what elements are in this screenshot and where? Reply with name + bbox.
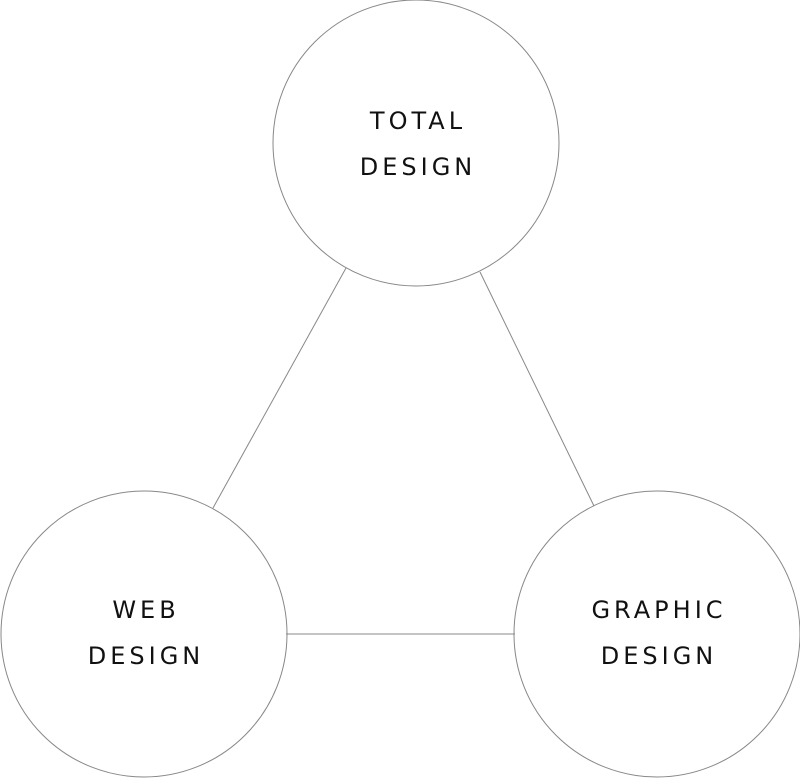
label-line: DESIGN — [600, 642, 718, 670]
label-line: WEB — [112, 596, 180, 624]
label-line: TOTAL — [369, 107, 467, 135]
node-circle-graphic-design — [513, 490, 800, 778]
edge-top-left — [212, 267, 347, 509]
node-circle-total-design — [272, 0, 560, 287]
label-line: DESIGN — [87, 642, 205, 670]
node-label-web-design: WEB DESIGN — [46, 587, 246, 679]
edge-top-right — [479, 271, 595, 507]
label-line: GRAPHIC — [591, 596, 727, 624]
node-circle-web-design — [0, 490, 288, 778]
node-label-total-design: TOTAL DESIGN — [318, 98, 518, 190]
node-label-graphic-design: GRAPHIC DESIGN — [559, 587, 759, 679]
label-line: DESIGN — [359, 153, 477, 181]
